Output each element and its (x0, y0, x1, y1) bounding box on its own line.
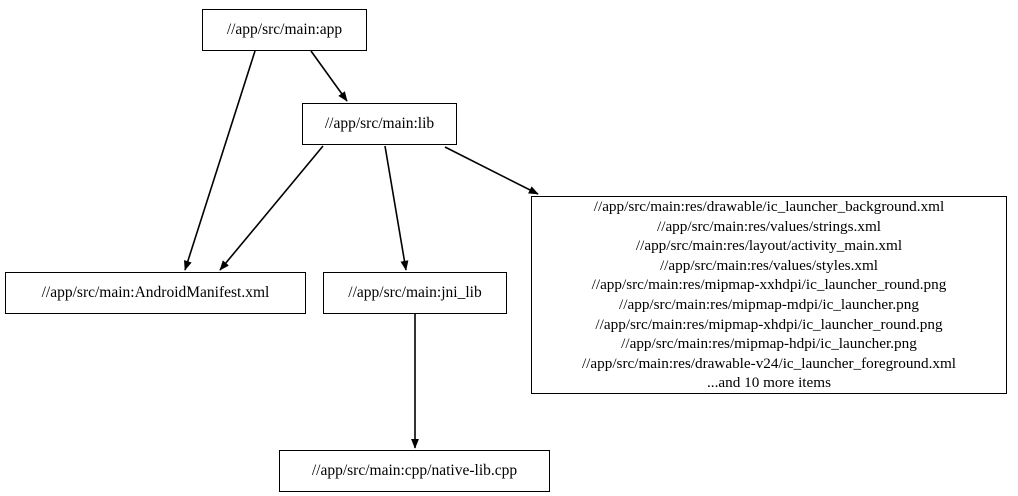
graph-node-jni-lib[interactable]: //app/src/main:jni_lib (323, 272, 507, 314)
graph-node-app[interactable]: //app/src/main:app (202, 9, 367, 51)
graph-node-lib-label: //app/src/main:lib (324, 115, 435, 133)
graph-node-native-lib-cpp-label: //app/src/main:cpp/native-lib.cpp (311, 462, 518, 480)
edge-lib-to-res (444, 146, 539, 195)
edge-lib-to-jni-lib (384, 145, 409, 271)
edge-lib-to-manifest (219, 145, 324, 271)
graph-node-native-lib-cpp[interactable]: //app/src/main:cpp/native-lib.cpp (279, 450, 550, 492)
edge-app-to-lib (310, 50, 348, 102)
graph-node-res-files[interactable]: //app/src/main:res/drawable/ic_launcher_… (531, 196, 1007, 394)
graph-node-lib[interactable]: //app/src/main:lib (302, 103, 457, 145)
graph-node-res-files-label: //app/src/main:res/drawable/ic_launcher_… (581, 198, 957, 392)
graph-node-android-manifest[interactable]: //app/src/main:AndroidManifest.xml (5, 272, 306, 314)
graph-node-jni-lib-label: //app/src/main:jni_lib (348, 284, 482, 302)
graph-node-android-manifest-label: //app/src/main:AndroidManifest.xml (41, 284, 270, 302)
edge-app-to-manifest (183, 50, 256, 271)
graph-node-app-label: //app/src/main:app (226, 21, 343, 39)
